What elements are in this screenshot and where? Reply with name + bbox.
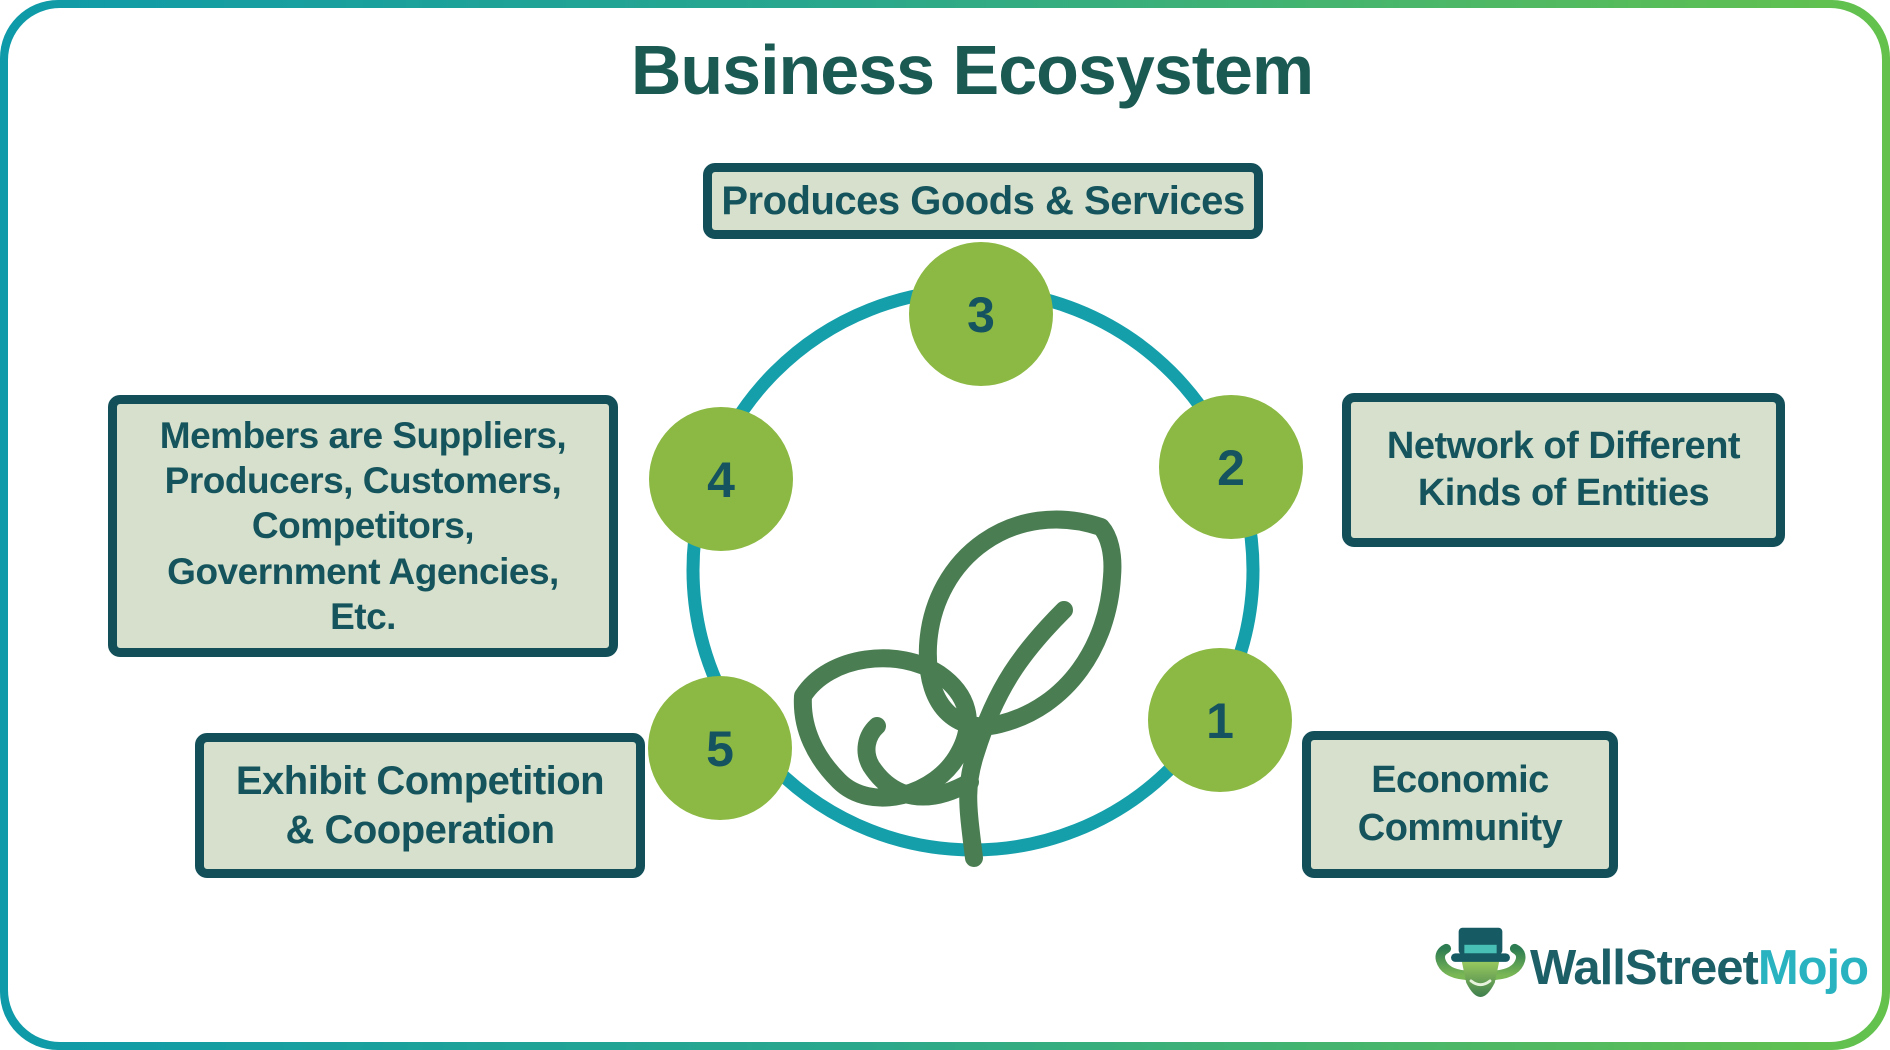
label-exhibit-line2: & Cooperation	[285, 807, 555, 852]
seedling-small-leaf	[793, 649, 977, 807]
page-title: Business Ecosystem	[630, 31, 1314, 109]
label-economic-line1: Economic	[1371, 759, 1549, 801]
label-box-exhibit: Exhibit Competition & Cooperation	[195, 733, 645, 878]
label-members-line1: Members are Suppliers,	[159, 415, 567, 457]
logo-text-mojo: Mojo	[1757, 941, 1869, 995]
label-network-line1: Network of Different	[1386, 424, 1741, 467]
node-circle-5	[648, 676, 792, 820]
bull-right-arm	[1490, 943, 1526, 980]
cycle-nodes: 3 2 4 1 5	[648, 242, 1303, 820]
node-circle-3	[909, 242, 1053, 386]
label-economic-line2: Community	[1357, 806, 1563, 849]
node-number-top: 3	[967, 287, 995, 343]
label-members-line5: Etc.	[330, 595, 396, 637]
bull-left-arm	[1435, 943, 1471, 980]
logo-text-wallstreet: WallStreet	[1530, 941, 1759, 995]
seedling-stem	[959, 601, 1073, 867]
node-circle-1	[1148, 648, 1292, 792]
label-members-line2: Producers, Customers,	[164, 460, 562, 502]
node-circle-2	[1159, 395, 1303, 539]
node-number-upper-left: 4	[707, 452, 735, 508]
label-box-produces: Produces Goods & Services	[703, 163, 1263, 239]
bull-head	[1461, 960, 1500, 998]
seedling-icon	[793, 510, 1122, 867]
bull-mascot-icon	[1435, 927, 1526, 998]
node-number-lower-left: 5	[706, 721, 734, 777]
logo-wordmark: WallStreetMojo	[1530, 940, 1869, 996]
label-box-members: Members are Suppliers, Producers, Custom…	[108, 395, 618, 657]
top-hat-band	[1464, 944, 1497, 954]
label-produces: Produces Goods & Services	[721, 178, 1245, 223]
seedling-big-leaf	[918, 510, 1122, 736]
label-box-economic: Economic Community	[1302, 731, 1618, 878]
node-number-lower-right: 1	[1206, 693, 1234, 749]
label-exhibit-line1: Exhibit Competition	[235, 758, 605, 803]
node-number-upper-right: 2	[1217, 440, 1245, 496]
wallstreetmojo-logo: WallStreetMojo	[1433, 922, 1869, 1017]
label-members-line3: Competitors,	[251, 505, 475, 547]
top-hat-brim	[1451, 953, 1510, 962]
node-circle-4	[649, 407, 793, 551]
label-members-line4: Government Agencies,	[167, 550, 559, 592]
seedling-small-vein	[857, 717, 979, 806]
label-box-network: Network of Different Kinds of Entities	[1342, 393, 1785, 547]
bull-smile	[1469, 979, 1492, 987]
label-network-line2: Kinds of Entities	[1417, 472, 1710, 514]
